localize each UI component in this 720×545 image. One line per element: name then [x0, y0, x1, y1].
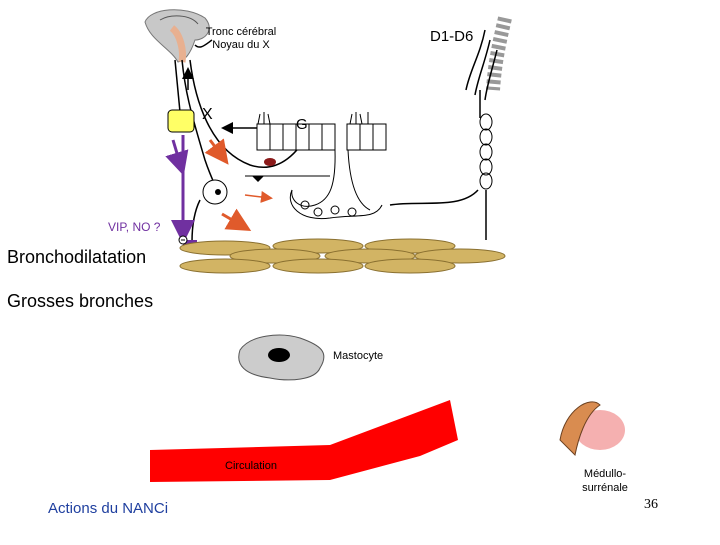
label-grosses-bronches: Grosses bronches	[7, 291, 154, 311]
adrenal-gland	[559, 401, 625, 457]
label-medullo-surrenale: Médullo-surrénale	[582, 468, 628, 494]
neuroendocrine-cell	[264, 158, 276, 166]
sympathetic-chain	[479, 113, 493, 190]
page-number: 36	[644, 497, 658, 512]
mast-cell	[238, 334, 325, 381]
label-d1-d6: D1-D6	[430, 28, 474, 45]
gland	[289, 149, 383, 220]
arrow-orange-1	[204, 138, 229, 165]
spine-image	[465, 16, 512, 101]
blood-vessel	[150, 400, 458, 482]
sympathetic-fibers	[389, 90, 487, 240]
label-mastocyte: Mastocyte	[333, 350, 384, 362]
neuroendocrine-cell-small	[252, 176, 264, 182]
label-circulation: Circulation	[225, 460, 277, 472]
vagus-nerve-fibers	[174, 39, 311, 193]
label-x: X	[202, 106, 213, 123]
arrow-orange-2	[221, 208, 252, 232]
brainstem-image	[144, 9, 210, 63]
smooth-muscle	[179, 238, 506, 274]
label-vip-no: VIP, NO ?	[108, 220, 161, 234]
label-g: G	[296, 116, 308, 133]
label-bronchodilatation: Bronchodilatation	[7, 247, 147, 267]
epithelium	[256, 112, 387, 151]
ganglion-box	[167, 109, 195, 133]
slide-title-actions: Actions du NANCi	[48, 500, 169, 517]
postganglionic-neuron	[191, 179, 228, 243]
arrow-orange-3	[244, 190, 273, 203]
label-tronc: Tronc cérébral Noyau du X	[205, 26, 277, 51]
inhibitory-arrow-2	[165, 139, 189, 176]
